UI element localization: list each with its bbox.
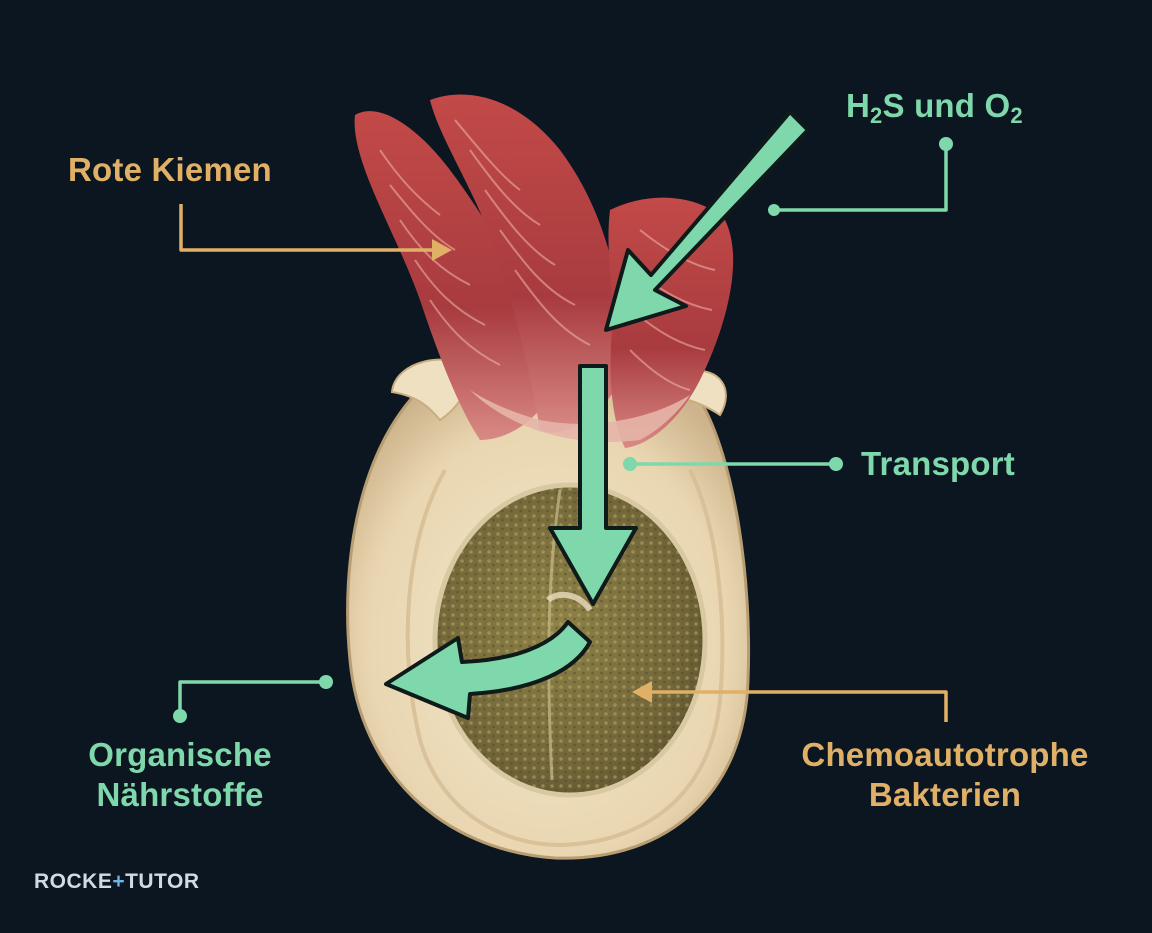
logo-text-part1: ROCKE — [34, 870, 113, 893]
label-organic-line1: Organische — [88, 736, 272, 773]
inflow-arrow — [604, 110, 810, 332]
label-red-gills: Rote Kiemen — [68, 151, 272, 188]
label-organic-nutrients: Organische Nährstoffe — [60, 735, 300, 815]
h2s-leader-line — [768, 137, 953, 216]
bacteria-leader-line — [632, 681, 948, 722]
logo-text-part2: TUTOR — [125, 870, 200, 893]
nutrient-outflow-arrow — [384, 620, 592, 720]
label-h2s-and-o2: H2S und O2 — [846, 86, 1023, 128]
label-h2s-sub1: 2 — [870, 103, 883, 128]
label-bacteria-line1: Chemoautotrophe — [801, 736, 1089, 773]
rocket-tutor-logo: ROCKE+TUTOR — [34, 870, 200, 894]
gills-leader-line — [179, 204, 452, 261]
transport-arrow — [548, 364, 638, 606]
organic-leader-line — [173, 675, 333, 723]
transport-leader-line — [623, 457, 843, 471]
label-organic-line2: Nährstoffe — [96, 776, 264, 813]
label-h2s-mid: S und O — [882, 87, 1011, 124]
logo-plus-icon: + — [112, 870, 126, 893]
label-h2s-sub2: 2 — [1010, 103, 1023, 128]
label-bacteria-line2: Bakterien — [868, 776, 1022, 813]
label-h2s-h: H — [846, 87, 871, 124]
red-gill-plume — [354, 94, 734, 448]
label-transport: Transport — [861, 445, 1015, 482]
label-chemoautotrophic-bacteria: Chemoautotrophe Bakterien — [770, 735, 1120, 815]
